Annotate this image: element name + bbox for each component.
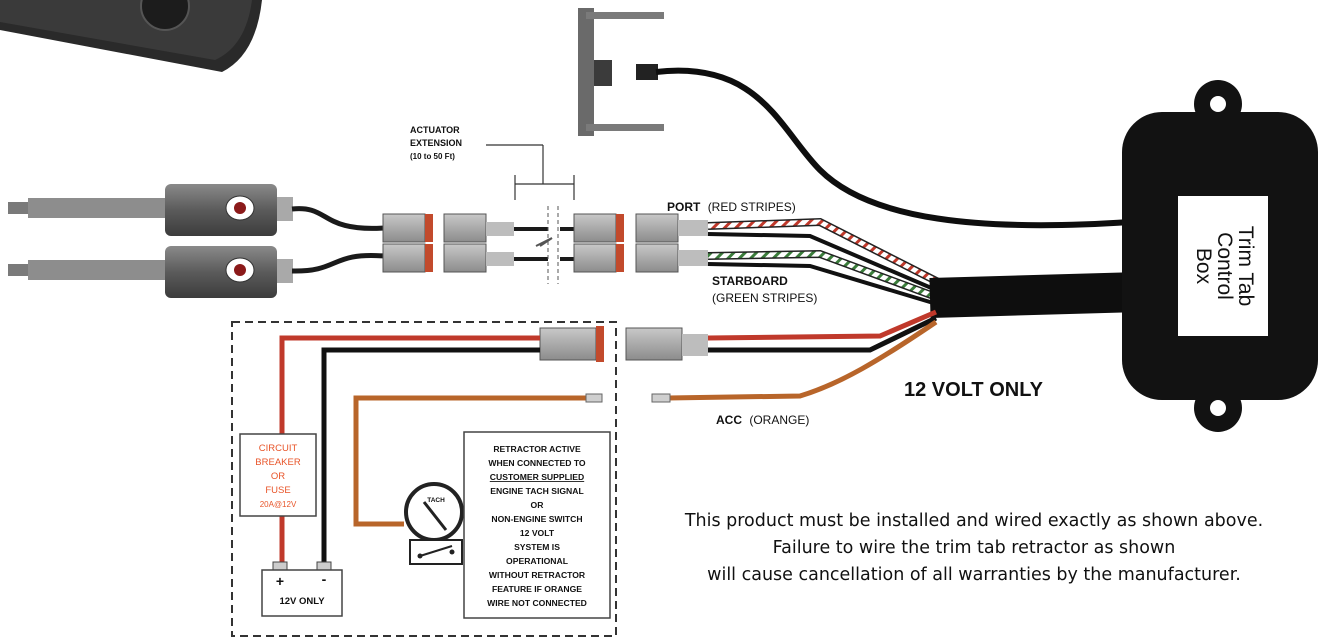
voltage-label: 12 VOLT ONLY — [904, 379, 1044, 401]
switch-panel-mount — [578, 8, 664, 136]
starboard-label: STARBOARD — [712, 274, 788, 288]
warranty-notice-line: will cause cancellation of all warrantie… — [707, 565, 1241, 585]
retractor-note-line: FEATURE IF ORANGE — [492, 584, 582, 594]
retractor-note-line: OPERATIONAL — [506, 556, 568, 566]
warranty-notice-line: Failure to wire the trim tab retractor a… — [772, 538, 1176, 558]
retractor-note-line: WIRE NOT CONNECTED — [487, 598, 587, 608]
warranty-notice-line: This product must be installed and wired… — [684, 511, 1264, 531]
starboard-actuator — [8, 246, 293, 298]
control-box-line: Trim Tab — [1234, 226, 1257, 307]
control-box-line: Box — [1192, 248, 1215, 285]
retractor-note-line: 12 VOLT — [520, 528, 555, 538]
retractor-note-line: ENGINE TACH SIGNAL — [490, 486, 583, 496]
starboard-harness — [707, 249, 952, 310]
switch-icon — [409, 539, 463, 565]
extension-bracket — [486, 144, 575, 200]
acc-label: ACC (ORANGE) — [716, 413, 809, 427]
retractor-note-line: OR — [531, 500, 545, 510]
control-box-label: Trim Tab Control Box — [1192, 226, 1257, 307]
control-box-line: Control — [1213, 232, 1236, 300]
actuator-extension-line: ACTUATOR — [410, 125, 460, 135]
breaker-line: CIRCUIT — [259, 443, 298, 454]
retractor-note: RETRACTOR ACTIVE WHEN CONNECTED TO CUSTO… — [487, 444, 587, 608]
battery-plus-label: + — [276, 573, 284, 589]
tach-gauge-icon — [404, 482, 464, 542]
panel-cable — [655, 67, 1131, 229]
acc-wire — [667, 319, 938, 401]
starboard-color-label: (GREEN STRIPES) — [712, 291, 817, 305]
warranty-notice: This product must be installed and wired… — [636, 508, 1312, 589]
port-connector-chain — [382, 213, 708, 243]
main-cable — [929, 272, 1141, 318]
battery — [261, 561, 343, 617]
circuit-breaker — [239, 433, 317, 517]
retractor-note-line: SYSTEM IS — [514, 542, 560, 552]
retractor-note-box — [463, 431, 611, 619]
breaker-line: FUSE — [265, 485, 290, 496]
keypad-corner-image — [0, 0, 262, 72]
breaker-line: 20A@12V — [260, 500, 297, 509]
retractor-note-line: CUSTOMER SUPPLIED — [490, 472, 584, 482]
retractor-note-line: WITHOUT RETRACTOR — [489, 570, 586, 580]
control-box — [1122, 80, 1318, 432]
customer-supplied-area — [231, 321, 617, 637]
breaker-line: BREAKER — [255, 457, 301, 468]
actuator-extension-line: EXTENSION — [410, 138, 462, 148]
battery-minus-label: - — [322, 571, 327, 587]
retractor-note-line: NON-ENGINE SWITCH — [491, 514, 582, 524]
battery-label: 12V ONLY — [279, 596, 325, 607]
actuator-extension-label: ACTUATOR EXTENSION (10 to 50 Ft) — [410, 125, 462, 161]
breaker-line: OR — [271, 471, 285, 482]
starboard-connector-chain — [382, 243, 708, 273]
port-label: PORT (RED STRIPES) — [667, 200, 796, 214]
retractor-note-line: RETRACTOR ACTIVE — [493, 444, 581, 454]
port-harness — [707, 217, 952, 298]
tach-label: TACH — [427, 497, 445, 504]
breaker-label: CIRCUIT BREAKER OR FUSE 20A@12V — [255, 443, 301, 509]
retractor-note-line: WHEN CONNECTED TO — [488, 458, 586, 468]
port-actuator — [8, 184, 293, 236]
power-connector — [539, 326, 708, 362]
actuator-extension-line: (10 to 50 Ft) — [410, 152, 455, 161]
